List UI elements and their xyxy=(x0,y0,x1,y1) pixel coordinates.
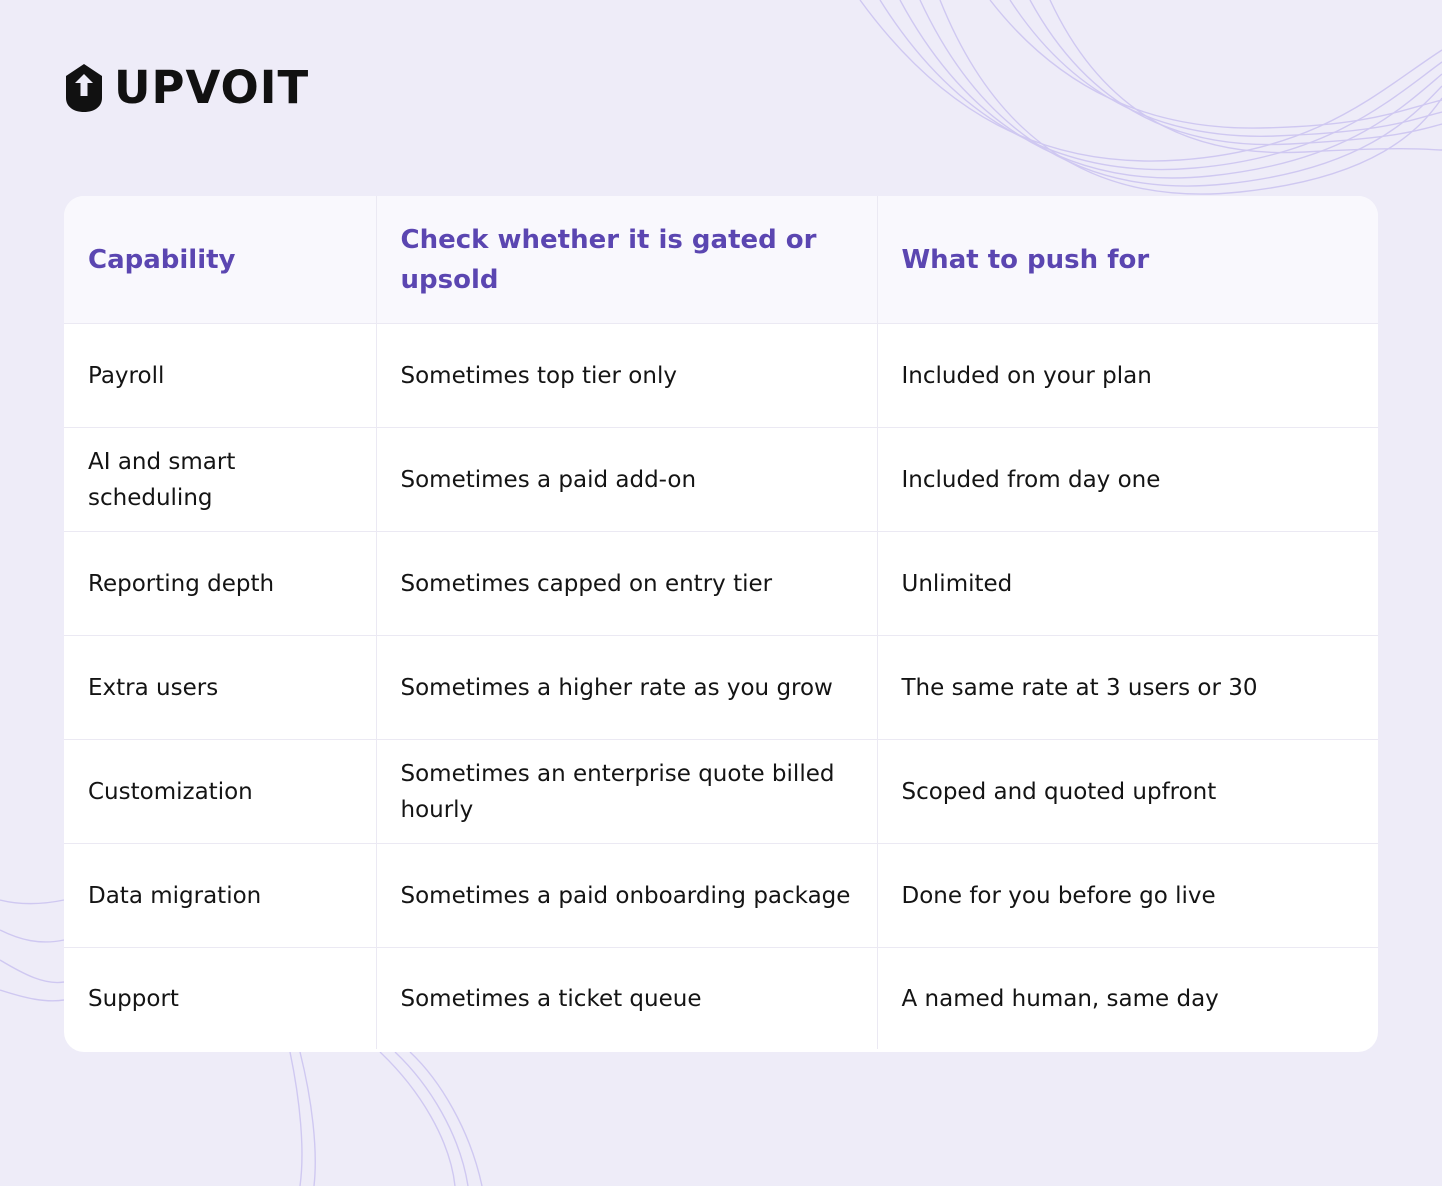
comparison-table-card: Capability Check whether it is gated or … xyxy=(64,196,1378,1052)
gated-check-cell: Sometimes an enterprise quote billed hou… xyxy=(376,739,878,844)
table-row: Support Sometimes a ticket queue A named… xyxy=(64,947,1378,1049)
table-header-row: Capability Check whether it is gated or … xyxy=(64,196,1378,324)
push-for-cell: Scoped and quoted upfront xyxy=(877,739,1378,844)
brand-name: UPVOIT xyxy=(114,61,310,114)
capability-cell: Customization xyxy=(64,739,377,844)
push-for-cell: Done for you before go live xyxy=(877,843,1378,948)
table-row: Payroll Sometimes top tier only Included… xyxy=(64,323,1378,428)
capability-cell: Data migration xyxy=(64,843,377,948)
table-row: AI and smart scheduling Sometimes a paid… xyxy=(64,427,1378,532)
gated-check-cell: Sometimes a paid add-on xyxy=(376,427,878,532)
push-for-cell: Included on your plan xyxy=(877,323,1378,428)
column-header-gated-check: Check whether it is gated or upsold xyxy=(376,196,878,324)
push-for-cell: The same rate at 3 users or 30 xyxy=(877,635,1378,740)
capability-cell: Reporting depth xyxy=(64,531,377,636)
upvoit-arrow-shield-icon xyxy=(66,64,102,112)
push-for-cell: Included from day one xyxy=(877,427,1378,532)
capability-cell: Support xyxy=(64,947,377,1049)
table-row: Extra users Sometimes a higher rate as y… xyxy=(64,635,1378,740)
comparison-table: Capability Check whether it is gated or … xyxy=(64,196,1378,1049)
capability-cell: Extra users xyxy=(64,635,377,740)
gated-check-cell: Sometimes top tier only xyxy=(376,323,878,428)
capability-cell: Payroll xyxy=(64,323,377,428)
brand-logo[interactable]: UPVOIT xyxy=(64,62,309,114)
gated-check-cell: Sometimes a higher rate as you grow xyxy=(376,635,878,740)
push-for-cell: Unlimited xyxy=(877,531,1378,636)
gated-check-cell: Sometimes capped on entry tier xyxy=(376,531,878,636)
table-row: Reporting depth Sometimes capped on entr… xyxy=(64,531,1378,636)
column-header-push-for: What to push for xyxy=(877,196,1378,324)
push-for-cell: A named human, same day xyxy=(901,985,1219,1012)
capability-cell: AI and smart scheduling xyxy=(64,427,377,532)
table-row: Data migration Sometimes a paid onboardi… xyxy=(64,843,1378,948)
gated-check-cell: Sometimes a ticket queue xyxy=(376,947,878,1049)
column-header-capability: Capability xyxy=(64,196,377,324)
gated-check-cell: Sometimes a paid onboarding package xyxy=(376,843,878,948)
table-row: Customization Sometimes an enterprise qu… xyxy=(64,739,1378,844)
